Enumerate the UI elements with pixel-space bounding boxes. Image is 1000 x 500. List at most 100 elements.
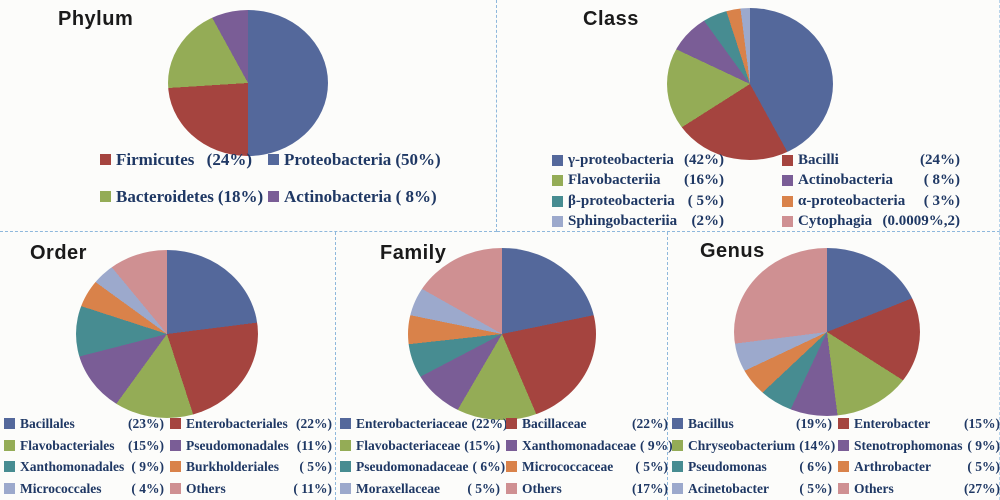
legend-label: Xanthomonadales	[20, 459, 125, 475]
legend-label: Flavobacteriales	[20, 437, 115, 453]
legend-percent: (50%)	[395, 150, 441, 169]
legend-item: γ-proteobacteria(42%)	[552, 152, 724, 169]
legend-swatch-icon	[782, 155, 793, 167]
legend-item: Pseudomonas( 6%)	[672, 459, 832, 475]
legend-percent: (24%)	[206, 150, 252, 169]
legend-percent: ( 11%)	[293, 480, 332, 496]
legend-percent: (27%)	[964, 480, 1000, 496]
legend-label: Micrococcaceae	[522, 459, 614, 475]
legend-label: Firmicutes	[116, 150, 195, 169]
legend-swatch-icon	[506, 418, 517, 430]
legend-percent: (11%)	[296, 437, 332, 453]
legend-item: Enterobacteriales(22%)	[170, 416, 332, 432]
legend-text: Bacillaceae(22%)	[522, 416, 668, 432]
legend-label: Bacillales	[20, 416, 75, 431]
legend-percent: (23%)	[128, 416, 164, 431]
legend-percent: (15%)	[464, 437, 501, 453]
legend-label: Burkholderiales	[186, 459, 280, 475]
legend-percent: (0.0009%,2)	[882, 212, 961, 229]
legend-swatch-icon	[838, 418, 849, 430]
legend-item: Bacillus(19%)	[672, 416, 832, 432]
legend-swatch-icon	[672, 439, 683, 451]
legend-label: Enterobacter	[854, 416, 931, 431]
legend-swatch-icon	[552, 195, 563, 207]
legend-swatch-icon	[268, 190, 279, 202]
legend-item: Firmicutes (24%)	[100, 150, 252, 170]
legend-percent: (17%)	[632, 480, 668, 496]
legend-item: Flavobacteriaceae(15%)	[340, 438, 500, 454]
legend-text: Xanthomonadaceae( 9%)	[522, 438, 673, 454]
legend-item: Cytophagia (0.0009%,2)	[782, 213, 960, 230]
legend-text: Sphingobacteriia(2%)	[568, 213, 724, 230]
legend-swatch-icon	[340, 461, 351, 473]
legend-swatch-icon	[672, 482, 683, 494]
legend-swatch-icon	[506, 482, 517, 494]
legend-item: Actinobacteria( 8%)	[268, 187, 437, 207]
legend-label: Bacillus	[688, 416, 734, 431]
order-title: Order	[30, 242, 87, 264]
legend-label: Arthrobacter	[854, 459, 931, 475]
legend-text: Bacteroidetes(18%)	[116, 187, 263, 207]
legend-label: γ-proteobacteria	[568, 152, 674, 168]
legend-item: Sphingobacteriia(2%)	[552, 213, 724, 230]
legend-item: Proteobacteria(50%)	[268, 150, 441, 170]
class-pie-chart	[667, 8, 833, 160]
legend-percent: ( 6%)	[472, 459, 506, 475]
legend-swatch-icon	[340, 482, 351, 494]
legend-text: Xanthomonadales( 9%)	[20, 459, 164, 475]
legend-percent: (24%)	[920, 152, 960, 168]
legend-item: Bacilli (24%)	[782, 152, 960, 169]
legend-swatch-icon	[782, 215, 793, 227]
legend-text: Arthrobacter( 5%)	[854, 459, 1000, 475]
legend-text: Firmicutes (24%)	[116, 150, 252, 170]
legend-label: Acinetobacter	[688, 480, 769, 496]
legend-text: Micrococcaceae ( 5%)	[522, 459, 668, 475]
legend-percent: ( 5%)	[635, 459, 668, 475]
legend-label: Stenotrophomonas	[854, 437, 963, 453]
legend-label: Flavobacteriaceae	[356, 437, 461, 453]
legend-item: Pseudomonadales(11%)	[170, 438, 332, 454]
legend-label: Proteobacteria	[284, 150, 392, 169]
legend-text: β-proteobacteria( 5%)	[568, 193, 724, 210]
legend-item: Micrococcaceae ( 5%)	[506, 459, 668, 475]
legend-label: Enterobacteriaceae	[356, 416, 468, 431]
legend-text: Enterobacter(15%)	[854, 416, 1000, 432]
legend-item: Flavobacteriales(15%)	[4, 438, 164, 454]
legend-label: Bacilli	[798, 152, 839, 168]
legend-text: Pseudomonadaceae( 6%)	[356, 459, 505, 475]
legend-swatch-icon	[838, 482, 849, 494]
legend-item: Pseudomonadaceae( 6%)	[340, 459, 505, 475]
legend-label: Cytophagia	[798, 212, 873, 229]
legend-percent: (22%)	[632, 416, 668, 431]
panel-order: Order Bacillales (23%) Enterobacteriales(2…	[0, 232, 336, 500]
legend-text: Proteobacteria(50%)	[284, 150, 441, 170]
legend-percent: ( 4%)	[131, 480, 164, 496]
legend-text: Bacilli (24%)	[798, 152, 960, 169]
legend-text: Stenotrophomonas( 9%)	[854, 438, 1000, 454]
legend-label: Pseudomonas	[688, 459, 767, 475]
legend-item: Enterobacteriaceae(22%)	[340, 416, 507, 432]
legend-item: Bacillaceae(22%)	[506, 416, 668, 432]
legend-percent: (16%)	[684, 172, 724, 189]
legend-item: Arthrobacter( 5%)	[838, 459, 1000, 475]
legend-label: Chryseobacterium	[688, 437, 796, 453]
legend-swatch-icon	[838, 461, 849, 473]
panel-family: Family Enterobacteriaceae(22%)Bacillacea…	[336, 232, 673, 500]
legend-percent: ( 5%)	[299, 459, 332, 475]
legend-percent: ( 5%)	[467, 480, 500, 496]
legend-swatch-icon	[782, 175, 793, 187]
legend-swatch-icon	[4, 461, 15, 473]
legend-item: Xanthomonadaceae( 9%)	[506, 438, 673, 454]
legend-swatch-icon	[170, 439, 181, 451]
legend-swatch-icon	[552, 175, 563, 187]
legend-swatch-icon	[552, 155, 563, 167]
legend-item: Enterobacter(15%)	[838, 416, 1000, 432]
legend-label: α-proteobacteria	[798, 192, 906, 209]
legend-swatch-icon	[170, 482, 181, 494]
legend-text: α-proteobacteria( 3%)	[798, 193, 960, 210]
legend-label: Actinobacteria	[284, 186, 392, 206]
legend-text: Actinobacteria( 8%)	[284, 187, 437, 207]
legend-label: Bacteroidetes	[116, 186, 214, 206]
legend-text: Burkholderiales ( 5%)	[186, 459, 332, 475]
